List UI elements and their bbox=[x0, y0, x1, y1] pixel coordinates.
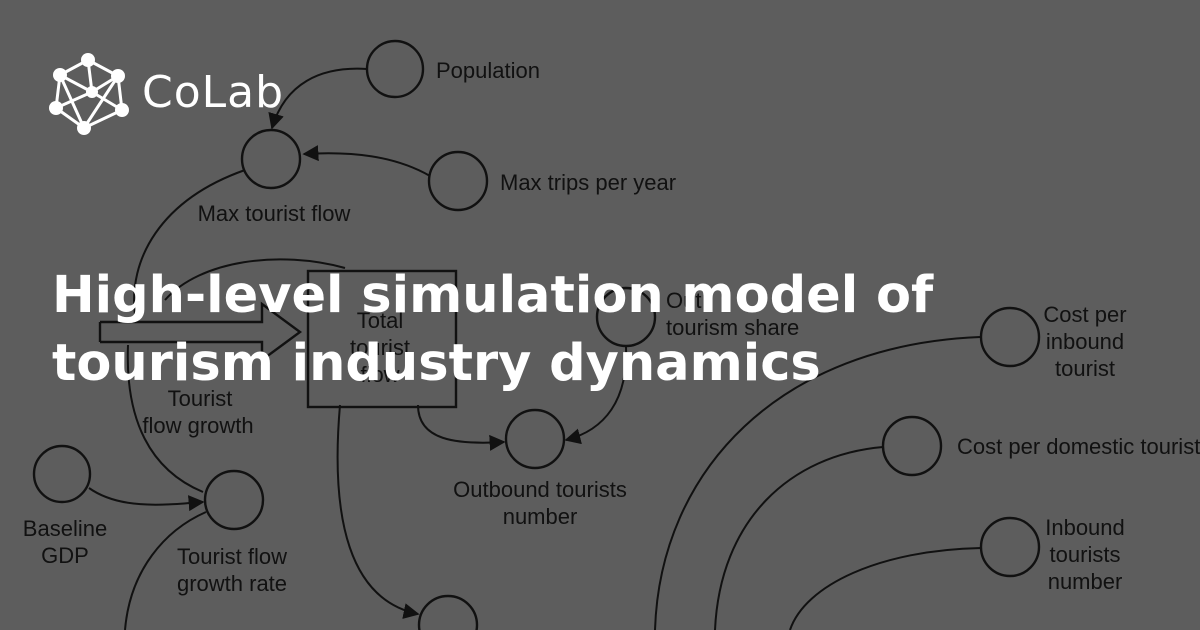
growth-to-rate-link bbox=[126, 344, 204, 493]
inbound-tourists-label-3: number bbox=[1048, 569, 1123, 594]
total-to-bottom-link bbox=[336, 404, 420, 619]
cost-inbound-label-1: Cost per bbox=[1043, 302, 1126, 327]
total-tourist-flow-label-2: tourist bbox=[350, 335, 410, 360]
brand: CoLab bbox=[48, 50, 284, 140]
total-tourist-flow-label-3: flow bbox=[360, 362, 399, 387]
baseline-gdp-label-1: Baseline bbox=[23, 516, 107, 541]
baseline-gdp-label-2: GDP bbox=[41, 543, 89, 568]
population-link bbox=[268, 67, 368, 130]
inbound-tourists-label-1: Inbound bbox=[1045, 515, 1125, 540]
bottom-node bbox=[417, 594, 479, 630]
tourist-flow-growth-label-2: flow growth bbox=[142, 413, 253, 438]
baseline-gdp-node bbox=[32, 444, 92, 504]
curve-to-cost-inbound bbox=[654, 336, 981, 630]
population-label: Population bbox=[436, 58, 540, 83]
outbound-share-node bbox=[595, 286, 657, 348]
inbound-tourists-label-2: tourists bbox=[1050, 542, 1121, 567]
cost-inbound-label-2: inbound bbox=[1046, 329, 1124, 354]
outbound-share-partial-label: Out bbox=[666, 288, 701, 313]
outbound-tourists-label-2: number bbox=[503, 504, 578, 529]
total-tourist-flow-stock bbox=[306, 269, 458, 409]
outbound-share-label: tourism share bbox=[666, 315, 799, 340]
total-to-outbound-link bbox=[417, 404, 506, 451]
max-tourist-flow-node bbox=[240, 128, 302, 190]
inbound-tourists-node bbox=[979, 516, 1041, 578]
lower-rate-link bbox=[124, 511, 207, 630]
max-tourist-flow-label: Max tourist flow bbox=[198, 201, 351, 226]
curve-to-inbound bbox=[789, 547, 982, 630]
outbound-tourists-node bbox=[504, 408, 566, 470]
loop-link bbox=[164, 258, 346, 301]
outbound-tourists-label-1: Outbound tourists bbox=[453, 477, 627, 502]
max-flow-to-growth-link bbox=[133, 169, 246, 316]
max-trips-node bbox=[427, 150, 489, 212]
tourist-flow-pipe bbox=[100, 301, 303, 363]
total-tourist-flow-label-1: Total bbox=[357, 308, 403, 333]
brand-name: CoLab bbox=[142, 66, 285, 118]
max-trips-label: Max trips per year bbox=[500, 170, 676, 195]
growth-rate-label-2: growth rate bbox=[177, 571, 287, 596]
cost-domestic-node bbox=[881, 415, 943, 477]
tourist-flow-growth-label-1: Tourist bbox=[168, 386, 233, 411]
population-node bbox=[365, 39, 425, 99]
cost-inbound-node bbox=[979, 306, 1041, 368]
page-title: High-level simulation model of tourism i… bbox=[52, 266, 934, 393]
gdp-to-rate-link bbox=[88, 487, 205, 512]
cost-domestic-label: Cost per domestic tourist bbox=[957, 434, 1200, 459]
growth-rate-label-1: Tourist flow bbox=[177, 544, 287, 569]
max-trips-link bbox=[302, 145, 431, 177]
curve-to-cost-domestic bbox=[714, 446, 884, 630]
network-nodes-icon bbox=[49, 53, 129, 135]
growth-rate-node bbox=[203, 469, 265, 531]
share-to-outbound-link bbox=[564, 346, 628, 445]
cost-inbound-label-3: tourist bbox=[1055, 356, 1115, 381]
